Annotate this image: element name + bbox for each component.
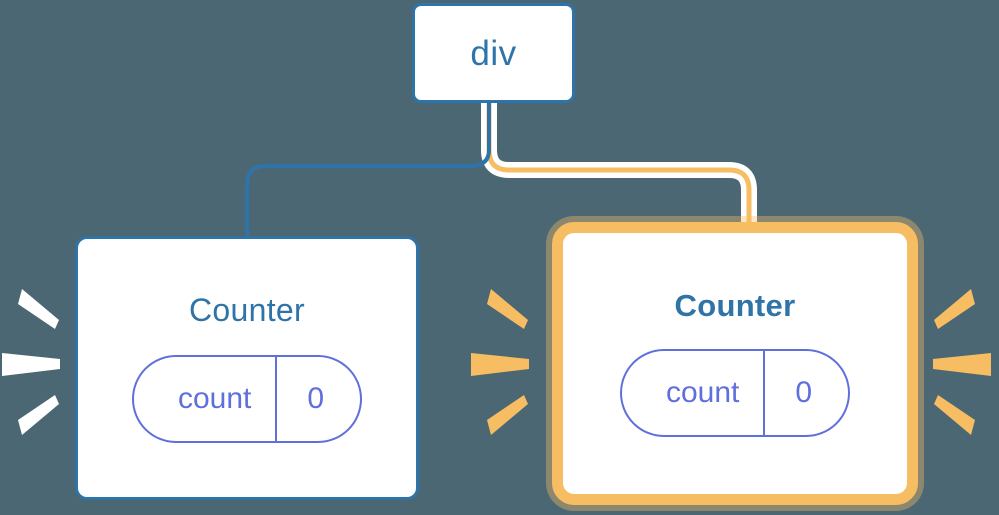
sparkle-burst-icon [2, 289, 60, 435]
sparkle-ray-lower [934, 395, 975, 435]
sparkle-ray-upper [934, 289, 975, 329]
sparkle-ray-upper [18, 289, 59, 329]
state-value-label: 0 [275, 356, 360, 441]
sparkle-ray-middle [933, 353, 991, 376]
node-counter-right[interactable]: Counter count 0 [552, 222, 918, 505]
edge-line [486, 103, 752, 232]
state-pill-right: count 0 [619, 349, 851, 437]
node-div-label: div [470, 33, 517, 73]
node-counter-left-label: Counter [189, 291, 305, 328]
sparkle-ray-lower [487, 395, 528, 435]
sparkle-ray-middle [2, 353, 60, 376]
sparkle-ray-middle [471, 353, 529, 376]
sparkle-ray-upper [487, 289, 528, 329]
node-counter-right-label: Counter [674, 288, 796, 323]
edge-div-to-counter-right [481, 103, 757, 232]
node-counter-left[interactable]: Counter count 0 [75, 236, 419, 500]
state-value-label: 0 [763, 351, 848, 435]
edge-line [245, 103, 491, 238]
state-key-label: count [665, 376, 740, 409]
state-key-label: count [177, 381, 252, 415]
sparkle-burst-icon [933, 289, 991, 435]
sparkle-ray-lower [18, 395, 59, 435]
sparkle-burst-icon [471, 289, 529, 435]
edge-div-to-counter-left [245, 103, 491, 238]
node-div[interactable]: div [412, 3, 575, 103]
state-pill-left: count 0 [131, 354, 363, 443]
